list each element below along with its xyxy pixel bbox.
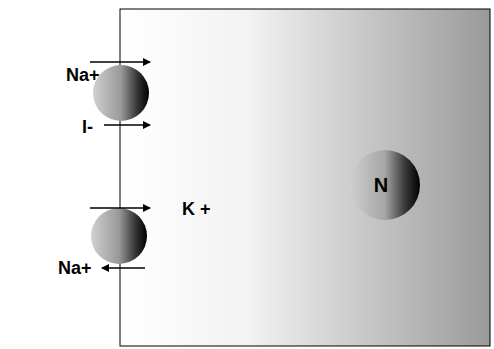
nucleus: N [350,150,420,220]
nucleus-label: N [374,175,388,195]
cell-membrane [120,9,490,346]
ion-label: Na+ [66,66,100,84]
sodium-potassium-pump [91,208,147,264]
ion-label: Na+ [58,259,92,277]
symporter [93,65,149,121]
influx-arrow [90,61,150,63]
ion-label: K + [182,200,211,218]
influx-arrow [90,207,150,209]
influx-arrow [104,124,150,126]
efflux-arrow [102,267,145,269]
ion-label: I- [82,118,93,136]
